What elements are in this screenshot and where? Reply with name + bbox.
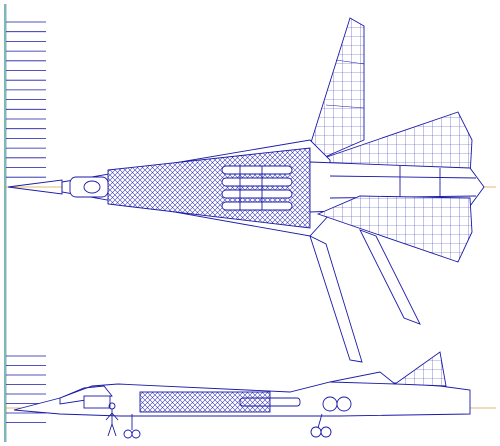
main-landing-gear — [310, 413, 332, 438]
weapon-bay — [221, 165, 293, 211]
upper-scale-ticks — [6, 21, 46, 178]
front-landing-gear — [123, 414, 141, 439]
side-cockpit — [59, 385, 113, 405]
left-ruler-bar — [4, 4, 7, 442]
upper-tail-fin — [307, 17, 365, 161]
side-view — [4, 351, 496, 439]
human-figure-scale — [105, 402, 119, 437]
side-hatched-section — [139, 391, 271, 413]
lower-stabilizer — [316, 195, 473, 263]
lower-tail-fin — [309, 235, 363, 363]
delta-hatched-area — [107, 147, 311, 229]
side-tail-fin — [393, 351, 447, 387]
plan-view — [7, 17, 485, 363]
lower-ventral-fin — [359, 229, 421, 325]
nose-cone — [7, 179, 63, 195]
